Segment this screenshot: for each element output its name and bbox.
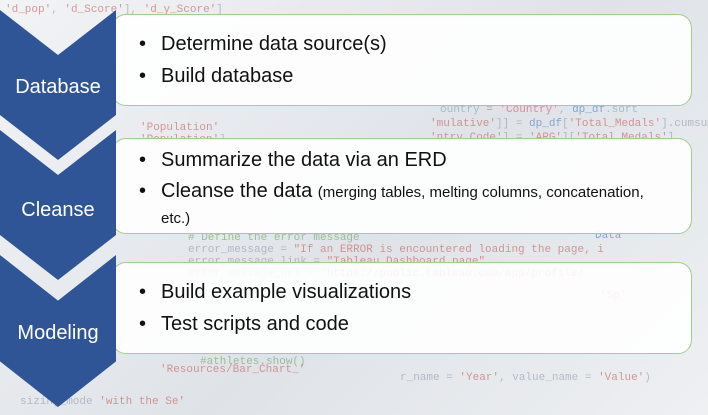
step-2-bullet-1: Summarize the data via an ERD [139,147,673,173]
step-3-bullet-2: Test scripts and code [139,311,673,337]
step-3-bullet-1-text: Build example visualizations [161,281,412,303]
step-3-label: Modeling [17,322,99,344]
step-2-bullet-2-text: Cleanse the data [161,180,318,202]
step-1-bullet-1-text: Determine data source(s) [161,33,387,55]
step-2-label: Cleanse [21,199,95,221]
step-2-bullet-1-text: Summarize the data via an ERD [161,149,447,171]
step-1-label: Database [15,76,101,98]
step-1-bullet-1: Determine data source(s) [139,31,673,57]
step-1-bullet-list: Determine data source(s) Build database [139,31,673,89]
step-3-bullet-1: Build example visualizations [139,279,673,305]
step-1-bullet-2-text: Build database [161,65,294,87]
step-2-bullet-2: Cleanse the data (merging tables, meltin… [139,179,673,231]
step-1-panel: Determine data source(s) Build database [112,14,692,106]
step-2-bullet-2-note: (merging tables, melting columns, concat… [161,184,644,227]
step-2-bullet-list: Summarize the data via an ERD Cleanse th… [139,147,673,231]
step-3-panel: Build example visualizations Test script… [112,262,692,354]
step-3-bullet-list: Build example visualizations Test script… [139,279,673,337]
step-1-bullet-2: Build database [139,63,673,89]
step-2-panel: Summarize the data via an ERD Cleanse th… [112,138,692,234]
step-3-bullet-2-text: Test scripts and code [161,313,349,335]
